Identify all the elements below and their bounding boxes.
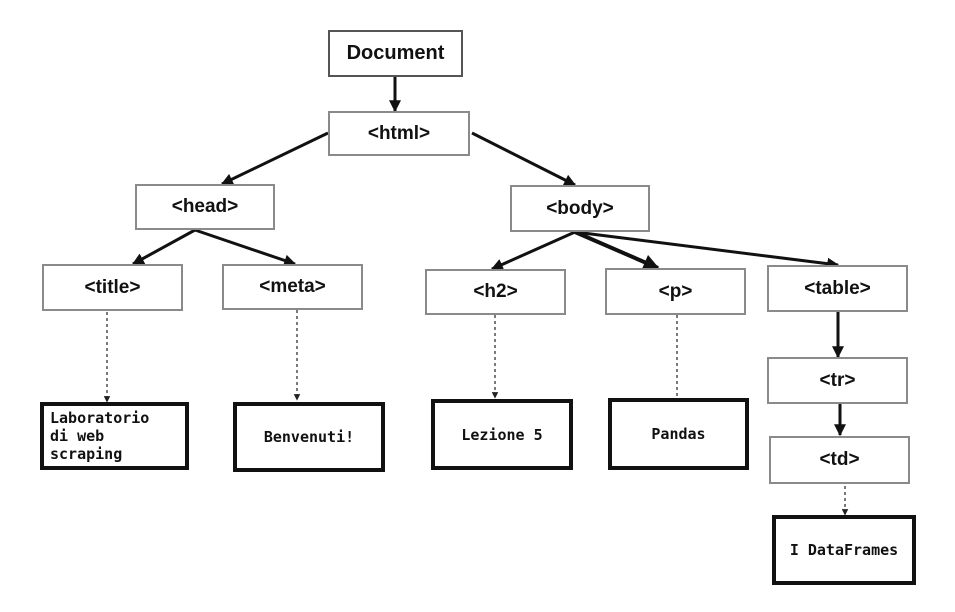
edge-body-table [574,230,840,270]
node-title: <title> [42,264,183,311]
node-tr: <tr> [767,357,908,404]
edge-body-h2 [490,230,576,271]
edge-head-title [131,228,196,266]
leaf-meta-text: Benvenuti! [233,402,385,472]
leaf-title-text: Laboratorio di web scraping [40,402,189,470]
node-html: <html> [328,111,470,156]
leaf-title-lines: Laboratorio di web scraping [50,409,149,463]
node-table: <table> [767,265,908,312]
edge-body-p [574,230,660,270]
edge-html-head [220,131,329,186]
node-body: <body> [510,185,650,232]
leaf-h2-text: Lezione 5 [431,399,573,470]
leaf-title-line: scraping [50,445,123,463]
leaf-title-line: di web [50,427,105,445]
node-h2: <h2> [425,269,566,315]
edge-head-meta [194,228,297,267]
node-meta: <meta> [222,264,363,310]
node-head: <head> [135,184,275,230]
edge-html-body [471,131,577,187]
leaf-p-text: Pandas [608,398,749,470]
node-document: Document [328,30,463,77]
leaf-title-line: Laboratorio [50,409,150,427]
node-td: <td> [769,436,910,484]
leaf-td-text: I DataFrames [772,515,916,585]
node-p: <p> [605,268,746,315]
